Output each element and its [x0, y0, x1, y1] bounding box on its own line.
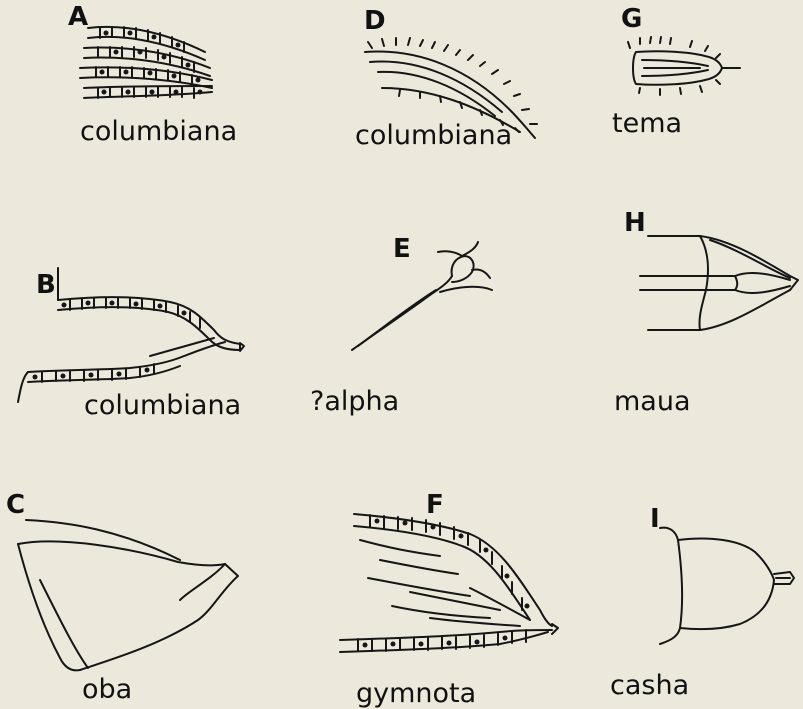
panel-i-caption: casha [610, 672, 689, 699]
